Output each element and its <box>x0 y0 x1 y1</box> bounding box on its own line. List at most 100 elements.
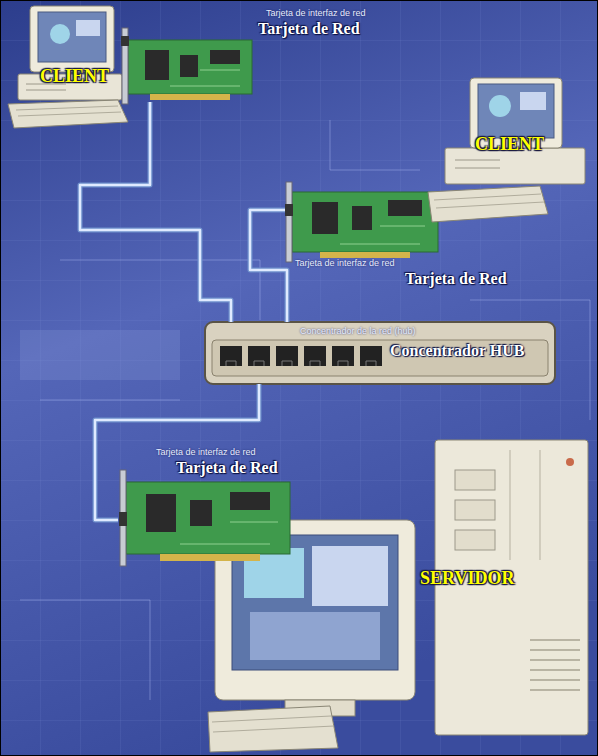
server-computer-part <box>312 546 388 606</box>
node-label: Tarjeta de Red <box>176 459 278 477</box>
server-computer-part <box>212 716 331 722</box>
client-computer-part <box>76 20 100 36</box>
network-card-part <box>285 204 293 216</box>
server-computer-part <box>455 530 495 550</box>
server-computer-part <box>510 450 511 560</box>
client-computer-part <box>50 24 70 44</box>
client-computer-part <box>478 84 554 138</box>
network-cable <box>80 102 231 322</box>
client-computer-part <box>455 168 500 169</box>
client-computer-part <box>16 106 118 110</box>
network-card-part <box>146 494 176 532</box>
network-card-part <box>126 482 290 554</box>
node-label: CLIENT <box>40 66 109 87</box>
client-computer <box>428 78 585 222</box>
network-card-part <box>119 512 127 526</box>
network-card-part <box>210 50 240 64</box>
network-card-part <box>122 28 128 104</box>
client-computer-part <box>8 100 128 128</box>
server-computer-part <box>213 726 334 732</box>
background-part <box>20 330 180 380</box>
node-label: Tarjeta de Red <box>258 20 360 38</box>
client-computer-part <box>436 202 544 208</box>
network-card-part <box>160 554 260 561</box>
network-card-part <box>292 192 438 252</box>
client-computer: CLIENT <box>425 72 590 222</box>
network-card-part <box>180 55 198 77</box>
network-card: Tarjeta de interfaz de redTarjeta de Red <box>118 445 318 567</box>
client-computer-part <box>26 90 66 91</box>
server-computer-part <box>208 706 338 752</box>
hub-device-part <box>332 346 354 366</box>
client-computer-part <box>434 194 541 200</box>
client-computer-part <box>30 6 114 72</box>
network-card-part <box>121 36 129 46</box>
hub-device-part <box>360 346 382 366</box>
hub-device-part <box>304 346 326 366</box>
small-caption: Tarjeta de interfaz de red <box>156 447 256 457</box>
network-card <box>285 182 438 262</box>
hub-device-part <box>276 346 298 366</box>
network-card-part <box>340 226 425 244</box>
network-card-part <box>286 182 292 262</box>
server-computer-part <box>455 500 495 520</box>
network-card-part <box>312 202 338 234</box>
cable-core <box>95 384 259 520</box>
cable-outline <box>250 210 287 322</box>
client-computer-part <box>489 95 511 117</box>
node-label: CLIENT <box>475 134 544 155</box>
cable-outline <box>80 102 231 322</box>
server-computer-part <box>455 470 495 490</box>
client-computer-part <box>428 186 548 222</box>
node-label: SERVIDOR <box>420 568 514 589</box>
client-computer: CLIENT <box>12 4 130 132</box>
network-card-part <box>320 252 410 258</box>
cable-core <box>250 210 287 322</box>
network-card <box>121 28 252 104</box>
small-caption: Tarjeta de interfaz de red <box>295 258 395 268</box>
node-label: Tarjeta de Red <box>405 270 507 288</box>
hub-device: Concentrador de la red (hub) Concentrador… <box>205 322 555 384</box>
network-card-part <box>352 206 372 230</box>
hub-device-part <box>212 340 548 376</box>
client-computer <box>8 6 128 128</box>
network-card-part <box>180 522 278 544</box>
hub-device-part <box>220 346 242 366</box>
cable-core <box>80 102 231 322</box>
server-computer-part <box>250 612 380 660</box>
client-computer-part <box>18 112 121 116</box>
client-computer-part <box>38 12 106 62</box>
server-computer-part <box>530 640 580 690</box>
server-computer: SERVIDOR <box>205 430 590 748</box>
network-cable <box>250 210 287 322</box>
network-card: Tarjeta de interfaz de redTarjeta de Red <box>285 180 550 293</box>
network-card: Tarjeta de interfaz de redTarjeta de Red <box>120 6 410 102</box>
network-card-part <box>145 50 169 80</box>
client-computer-part <box>520 92 546 110</box>
hub-device-part <box>226 361 376 366</box>
hub-device-part <box>248 346 270 366</box>
network-card-part <box>120 470 126 566</box>
network-card-part <box>170 70 240 86</box>
node-label: Concentrador HUB <box>390 342 524 360</box>
network-card-part <box>388 200 422 216</box>
client-computer-part <box>455 160 500 161</box>
server-computer-part <box>540 450 541 560</box>
small-caption: Concentrador de la red (hub) <box>300 326 416 336</box>
network-card-part <box>230 492 270 510</box>
network-card-part <box>150 94 230 100</box>
network-card <box>119 470 290 566</box>
server-computer-part <box>566 458 574 466</box>
small-caption: Tarjeta de interfaz de red <box>266 8 366 18</box>
network-card-part <box>128 40 252 94</box>
network-card-part <box>190 500 212 526</box>
hub-device <box>205 322 555 384</box>
